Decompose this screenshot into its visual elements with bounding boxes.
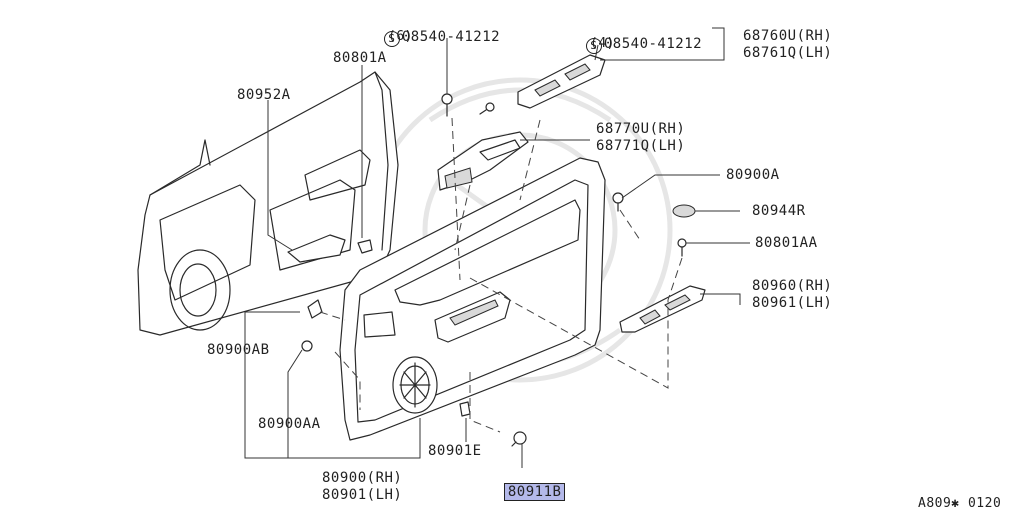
switch-80960 <box>619 285 706 333</box>
label-80900ab[interactable]: 80900AB <box>207 342 270 358</box>
dashed-guides <box>319 117 683 433</box>
label-80960[interactable]: 80960(RH) <box>752 278 833 294</box>
label-80900a[interactable]: 80900A <box>726 167 780 183</box>
screw-part-number: 08540-41212 <box>401 29 501 45</box>
highlighted-part-number: 80911B <box>503 483 566 501</box>
label-screw-6-qty: (6) <box>388 29 413 44</box>
label-80901e[interactable]: 80901E <box>428 443 482 459</box>
screw-part-number: 08540-41212 <box>603 36 703 52</box>
fasteners <box>301 93 687 447</box>
label-80901[interactable]: 80901(LH) <box>322 487 403 503</box>
label-68771q[interactable]: 68771Q(LH) <box>596 138 686 154</box>
diagram-id: A809✱ 0120 <box>918 496 1002 511</box>
door-trim-panel <box>339 157 606 441</box>
finisher-68760u <box>517 54 606 109</box>
label-screw-4-qty: (4) <box>590 36 615 51</box>
pull-handle-68770u <box>437 131 529 191</box>
label-80801a[interactable]: 80801A <box>333 50 387 66</box>
leader-lines <box>244 27 750 468</box>
label-80900[interactable]: 80900(RH) <box>322 470 403 486</box>
cap-80944r <box>672 204 696 218</box>
label-68770u[interactable]: 68770U(RH) <box>596 121 686 137</box>
label-80961[interactable]: 80961(LH) <box>752 295 833 311</box>
label-80801aa[interactable]: 80801AA <box>755 235 818 251</box>
bracket-80952a <box>287 234 346 263</box>
clip-80801a <box>357 239 373 254</box>
label-68760u[interactable]: 68760U(RH) <box>743 28 833 44</box>
screw-symbol-icon: S <box>585 38 602 54</box>
label-80944r[interactable]: 80944R <box>752 203 806 219</box>
label-80911b[interactable]: 80911B <box>486 468 566 501</box>
label-80900aa[interactable]: 80900AA <box>258 416 321 432</box>
screw-symbol-icon: S <box>383 31 400 47</box>
label-80952a[interactable]: 80952A <box>237 87 291 103</box>
label-68761q[interactable]: 68761Q(LH) <box>743 45 833 61</box>
